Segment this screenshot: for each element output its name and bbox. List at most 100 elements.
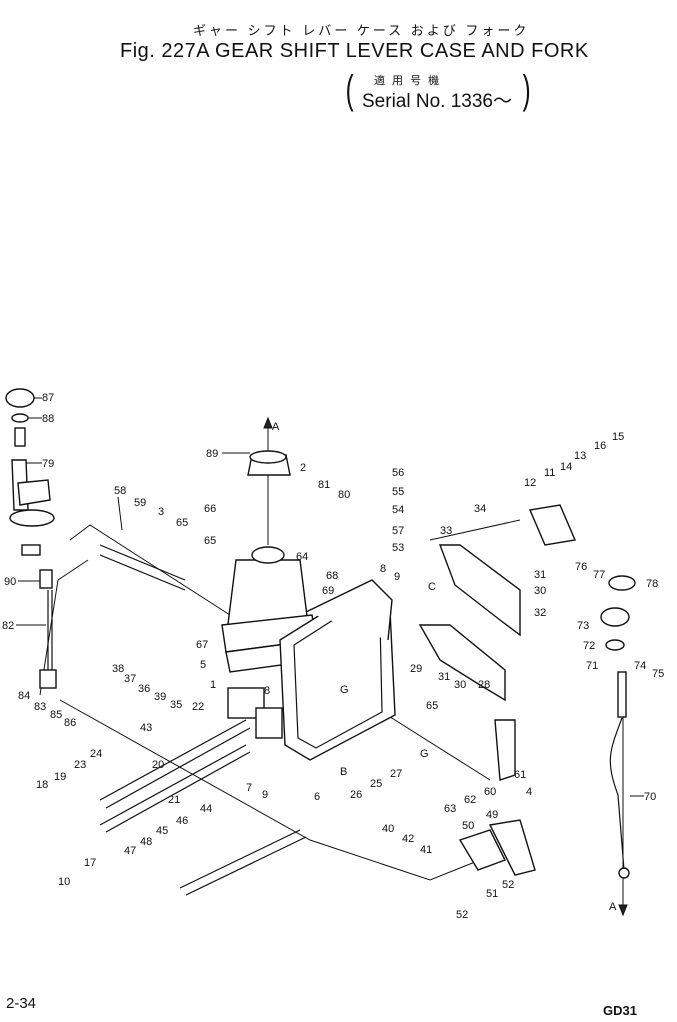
callout-84: 84 [18,690,30,702]
callout-82: 82 [2,620,14,632]
callout-29: 29 [410,663,422,675]
callout-62: 62 [464,794,476,806]
callout-13: 13 [574,450,586,462]
callout-25: 25 [370,778,382,790]
callout-64: 64 [296,551,308,563]
guide-lines [39,425,624,905]
callout-14: 14 [560,461,572,473]
callout-22: 22 [192,701,204,713]
callout-80: 80 [338,489,350,501]
callout-G2: G [420,748,429,760]
callout-85: 85 [50,709,62,721]
callout-41: 41 [420,844,432,856]
callout-61: 61 [514,769,526,781]
callout-57: 57 [392,525,404,537]
callout-2: 2 [300,462,306,474]
callout-66: 66 [204,503,216,515]
page-number: 2-34 [6,995,37,1012]
callout-35: 35 [170,699,182,711]
callout-9a: 9 [394,571,400,583]
callout-63: 63 [444,803,456,815]
callout-9b: 9 [262,789,268,801]
callout-39: 39 [154,691,166,703]
figure-title: Fig. 227A GEAR SHIFT LEVER CASE AND FORK [120,40,589,62]
callout-48: 48 [140,836,152,848]
callout-53: 53 [392,542,404,554]
callout-31b: 31 [438,671,450,683]
japanese-title: ギャー シフト レバー ケース および フォーク [193,23,530,38]
callout-23: 23 [74,759,86,771]
callout-86: 86 [64,717,76,729]
callout-4: 4 [526,786,532,798]
callout-78: 78 [646,578,658,590]
callout-10: 10 [58,876,70,888]
callout-81: 81 [318,479,330,491]
callout-70: 70 [644,791,656,803]
callout-74: 74 [634,660,646,672]
callout-30a: 30 [534,585,546,597]
callout-A-top: A [272,421,280,433]
callout-45: 45 [156,825,168,837]
lever-case [221,450,319,739]
callout-24: 24 [90,748,102,760]
callout-38: 38 [112,663,124,675]
shift-rods [99,544,307,896]
shift-forks [418,504,576,876]
callout-65c: 65 [426,700,438,712]
serial-number: Serial No. 1336～ [362,91,512,112]
callout-51: 51 [486,888,498,900]
callout-68: 68 [326,570,338,582]
callout-labels: 87 88 79 58 59 3 65 65 89 66 2 81 80 56 … [2,392,664,921]
callout-83: 83 [34,701,46,713]
callout-87: 87 [42,392,54,404]
callout-56: 56 [392,467,404,479]
callout-77: 77 [593,569,605,581]
arrow-a-top [263,416,273,429]
figure-code: GD31 [603,1003,637,1018]
callout-33: 33 [440,525,452,537]
callout-67: 67 [196,639,208,651]
callout-46: 46 [176,815,188,827]
callout-34: 34 [474,503,486,515]
callout-12: 12 [524,477,536,489]
callout-52a: 52 [502,879,514,891]
callout-71: 71 [586,660,598,672]
callout-31a: 31 [534,569,546,581]
callout-26: 26 [350,789,362,801]
callout-36: 36 [138,683,150,695]
callout-58: 58 [114,485,126,497]
callout-75: 75 [652,668,664,680]
callout-21: 21 [168,794,180,806]
callout-32: 32 [534,607,546,619]
callout-60: 60 [484,786,496,798]
callout-30b: 30 [454,679,466,691]
callout-49: 49 [486,809,498,821]
callout-79: 79 [42,458,54,470]
callout-7: 7 [246,782,252,794]
callout-76: 76 [575,561,587,573]
callout-88: 88 [42,413,54,425]
callout-47: 47 [124,845,136,857]
callout-43: 43 [140,722,152,734]
callout-11: 11 [544,467,555,479]
serial-japanese-label: 適 用 号 機 [374,75,442,87]
callout-8a: 8 [380,563,386,575]
callout-72: 72 [583,640,595,652]
control-cable [600,575,636,917]
callout-6: 6 [314,791,320,803]
callout-15: 15 [612,431,624,443]
callout-17: 17 [84,857,96,869]
gasket-plate [279,579,396,761]
callout-G1: G [340,684,349,696]
callout-20: 20 [152,759,164,771]
callout-44: 44 [200,803,212,815]
callout-16: 16 [594,440,606,452]
callout-B: B [340,766,347,778]
callout-18: 18 [36,779,48,791]
callout-5: 5 [200,659,206,671]
callout-C: C [428,581,436,593]
callout-69: 69 [322,585,334,597]
callout-55: 55 [392,486,404,498]
callout-59: 59 [134,497,146,509]
